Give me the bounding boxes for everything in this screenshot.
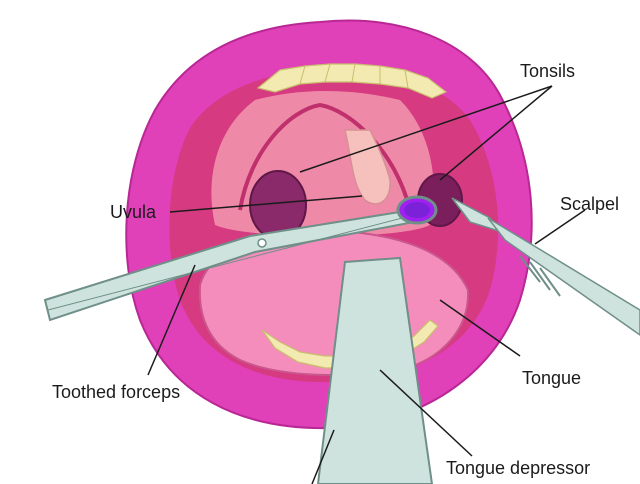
label-scalpel: Scalpel bbox=[560, 194, 619, 214]
label-tongue-depressor: Tongue depressor bbox=[446, 458, 590, 478]
label-uvula: Uvula bbox=[110, 202, 157, 222]
label-tonsils: Tonsils bbox=[520, 61, 575, 81]
label-toothed-forceps: Toothed forceps bbox=[52, 382, 180, 402]
label-tongue: Tongue bbox=[522, 368, 581, 388]
